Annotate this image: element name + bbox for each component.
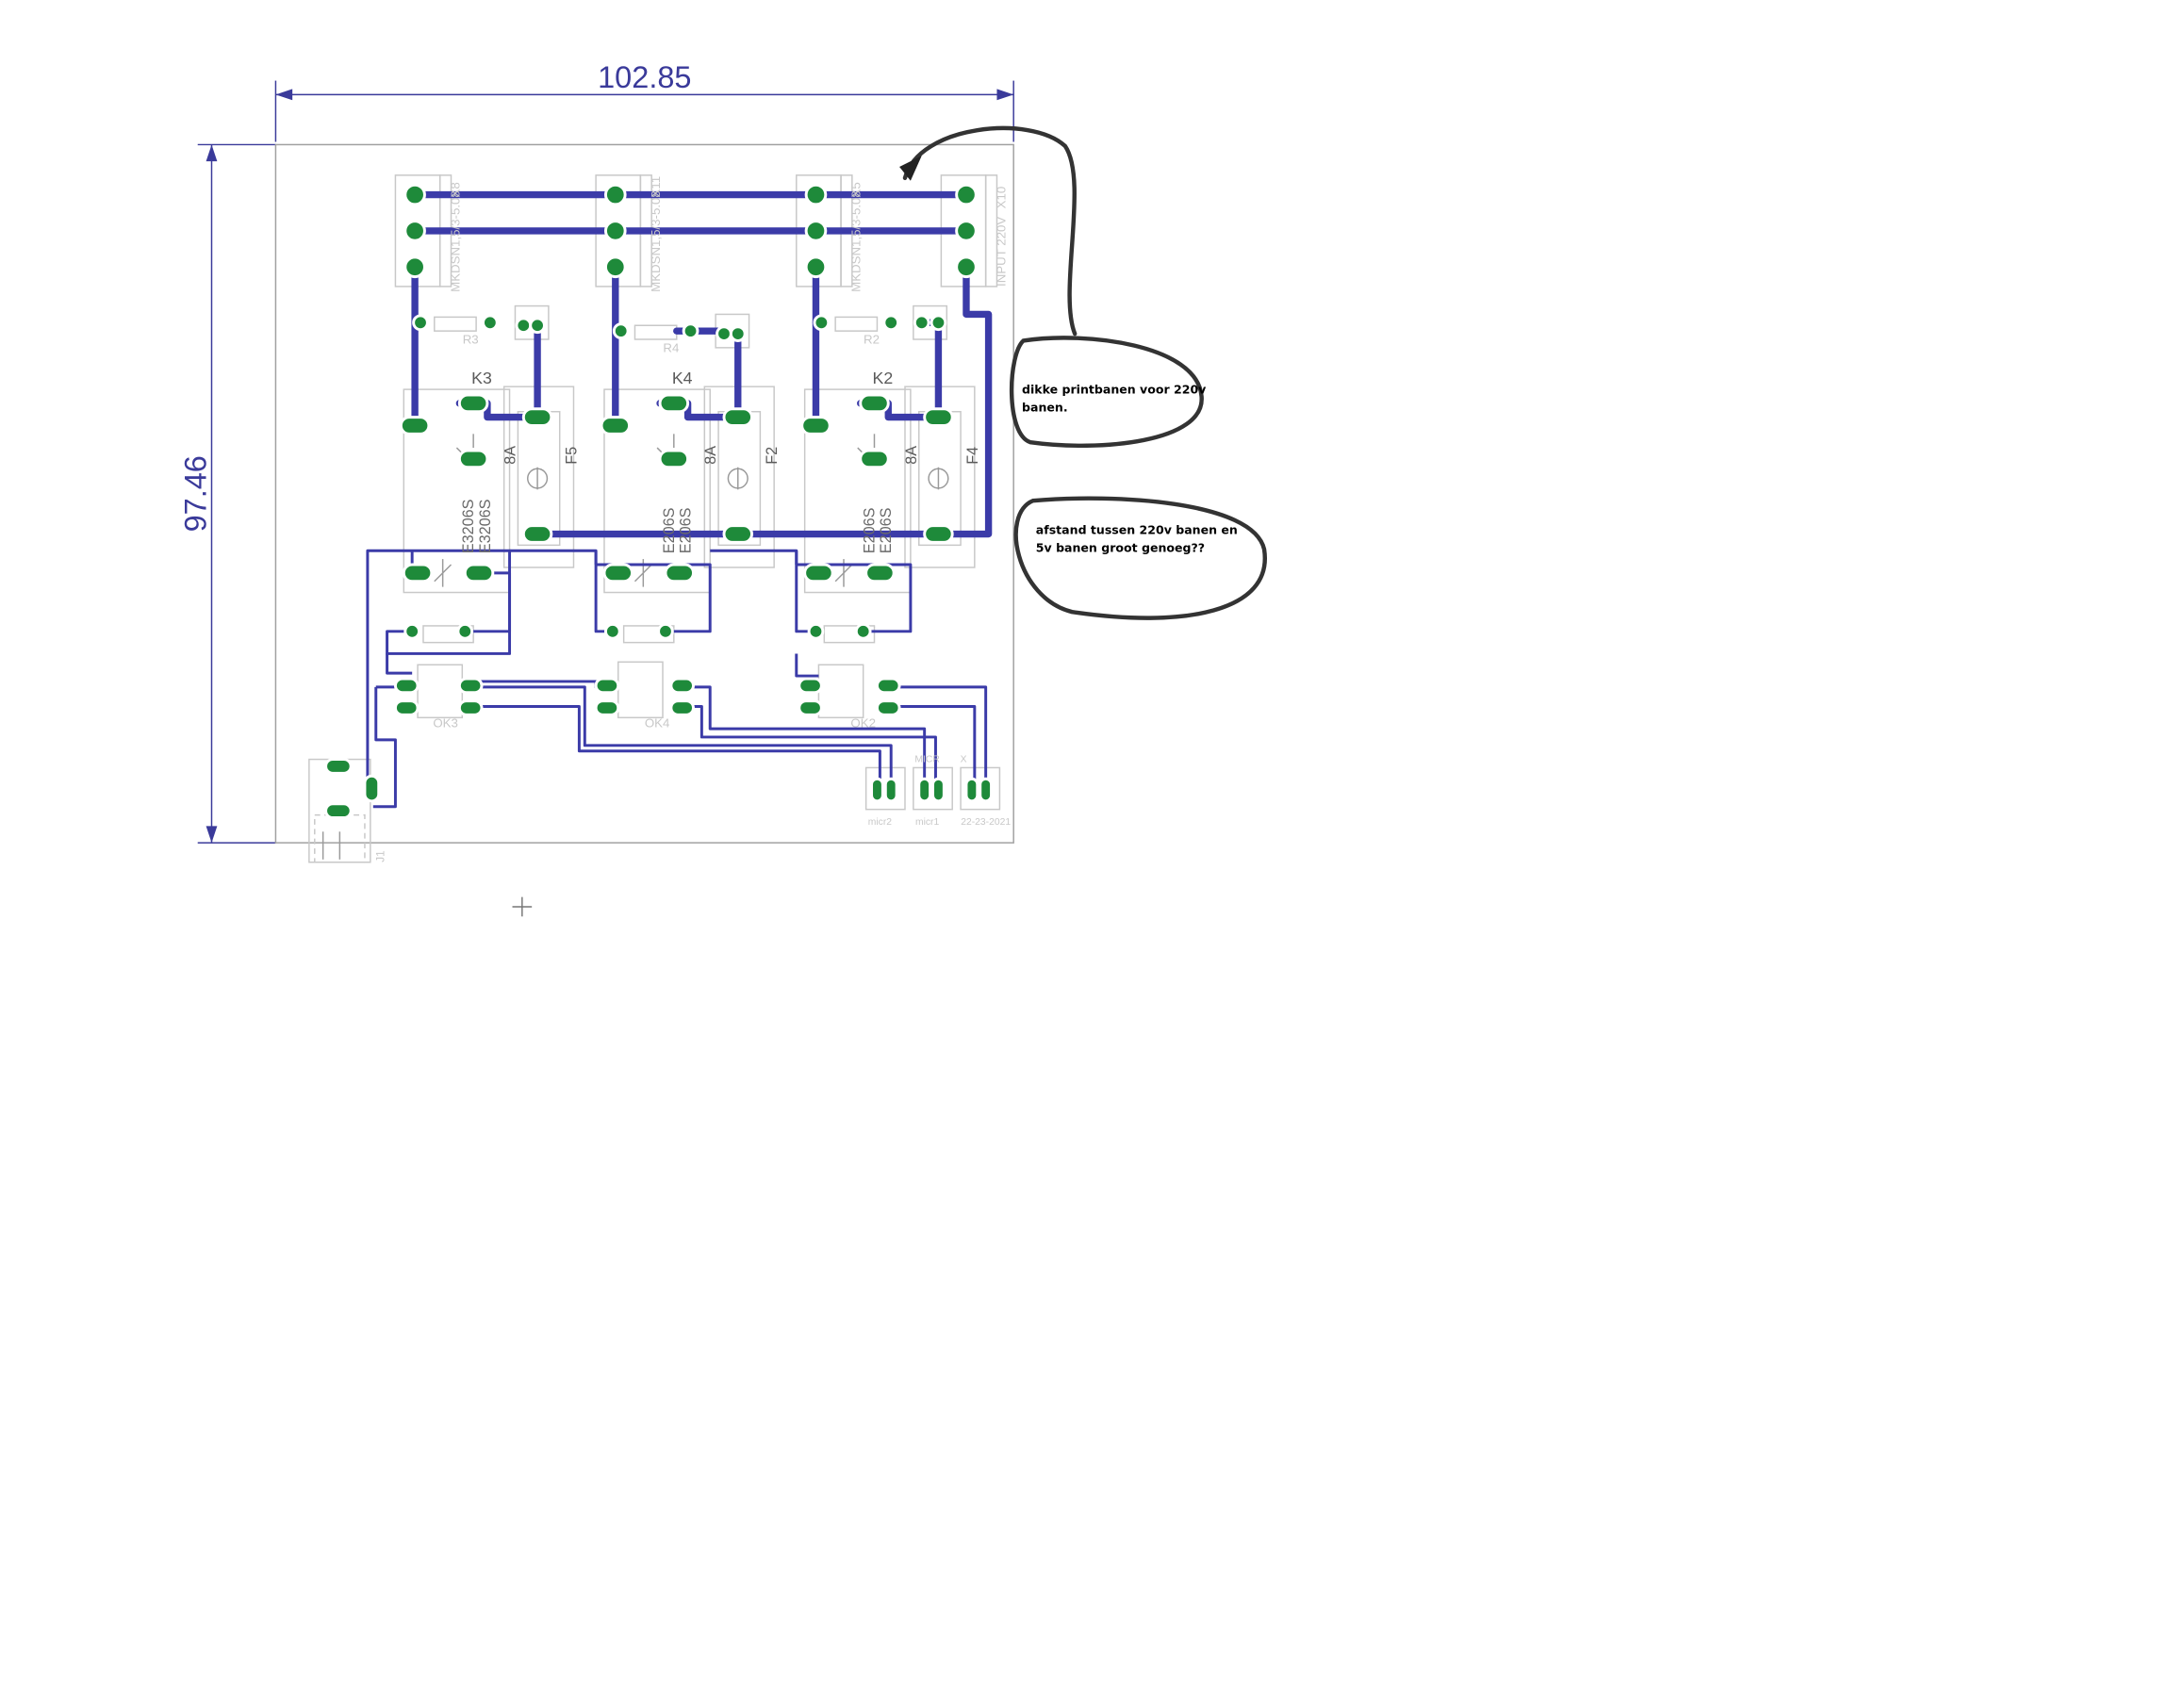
optocoupler-ok3-label: OK3: [433, 716, 458, 731]
terminal-x8-label: MKDSN1,5/3-5.08: [448, 190, 462, 292]
fuse-f5-label: F5: [563, 447, 580, 465]
terminal-x10-label: INPUT 220V: [994, 217, 1008, 287]
terminal-x5-label: MKDSN1,5/3-5.08: [849, 190, 864, 292]
resistor-r4-label: R4: [663, 340, 679, 354]
note-bubble-clearance: afstand tussen 220v banen en 5v banen gr…: [1013, 496, 1267, 620]
relay-k2-part: E206S: [861, 507, 878, 553]
terminal-x11-label: MKDSN1,5/3-5.08: [649, 190, 663, 292]
fuse-f5-rating: 8A: [502, 446, 518, 465]
optocoupler-ok2-label: OK2: [850, 716, 876, 731]
terminal-x5-ref: X5: [849, 182, 864, 197]
connector-micr1-top: MICR: [914, 755, 939, 765]
traces-220v: [411, 190, 993, 538]
annotation-arrow: [899, 125, 1078, 337]
width-dimension-label: 102.85: [598, 60, 691, 94]
relay-k3-part: E3206S: [460, 499, 477, 553]
note-thick-traces-line1: dikke printbanen voor 220v: [1022, 383, 1206, 397]
height-dimension-label: 97.46: [179, 455, 213, 532]
terminal-x11-ref: X11: [649, 176, 663, 198]
connector-x-top: X: [961, 755, 967, 765]
relay-k4-part: E206S: [661, 507, 678, 553]
power-jack-label: J1: [374, 850, 387, 862]
origin-crosshair: [512, 896, 533, 917]
resistor-r2-label: R2: [864, 332, 880, 346]
width-dimension: 102.85: [274, 60, 1014, 142]
note-bubble-thick-traces: dikke printbanen voor 220v banen.: [1009, 336, 1206, 448]
terminal-x10-ref: X10: [994, 187, 1008, 209]
fuse-f4-rating: 8A: [903, 446, 920, 465]
connector-date-label: 22-23-2021: [961, 817, 1011, 828]
connector-micr2-label: micr2: [868, 817, 893, 828]
note-thick-traces-line2: banen.: [1022, 401, 1068, 415]
relay-k3-part2: E3206S: [477, 499, 494, 553]
note-clearance-line2: 5v banen groot genoeg??: [1036, 541, 1205, 555]
board-outline: [274, 143, 1014, 844]
symbol-glyphs: [321, 434, 949, 860]
terminal-x8-ref: X8: [448, 182, 462, 197]
note-clearance-line1: afstand tussen 220v banen en: [1036, 523, 1238, 537]
relay-k4-part2: E206S: [678, 507, 695, 553]
optocoupler-ok4-label: OK4: [645, 716, 670, 731]
relay-k2-label: K2: [873, 369, 894, 387]
connector-micr1-label: micr1: [915, 817, 940, 828]
fuse-f2-rating: 8A: [702, 446, 719, 465]
relay-k2-part2: E206S: [878, 507, 895, 553]
fuse-f2-label: F2: [764, 447, 781, 465]
silkscreen-labels: MKDSN1,5/3-5.08 X8 MKDSN1,5/3-5.08 X11 M…: [374, 176, 1012, 862]
resistor-r3-label: R3: [463, 332, 479, 346]
relay-k4-label: K4: [672, 369, 693, 387]
pads: [324, 183, 994, 820]
height-dimension: 97.46: [179, 143, 276, 844]
relay-k3-label: K3: [471, 369, 492, 387]
pcb-diagram: 102.85 97.46: [179, 60, 1267, 917]
fuse-f4-label: F4: [964, 447, 981, 465]
